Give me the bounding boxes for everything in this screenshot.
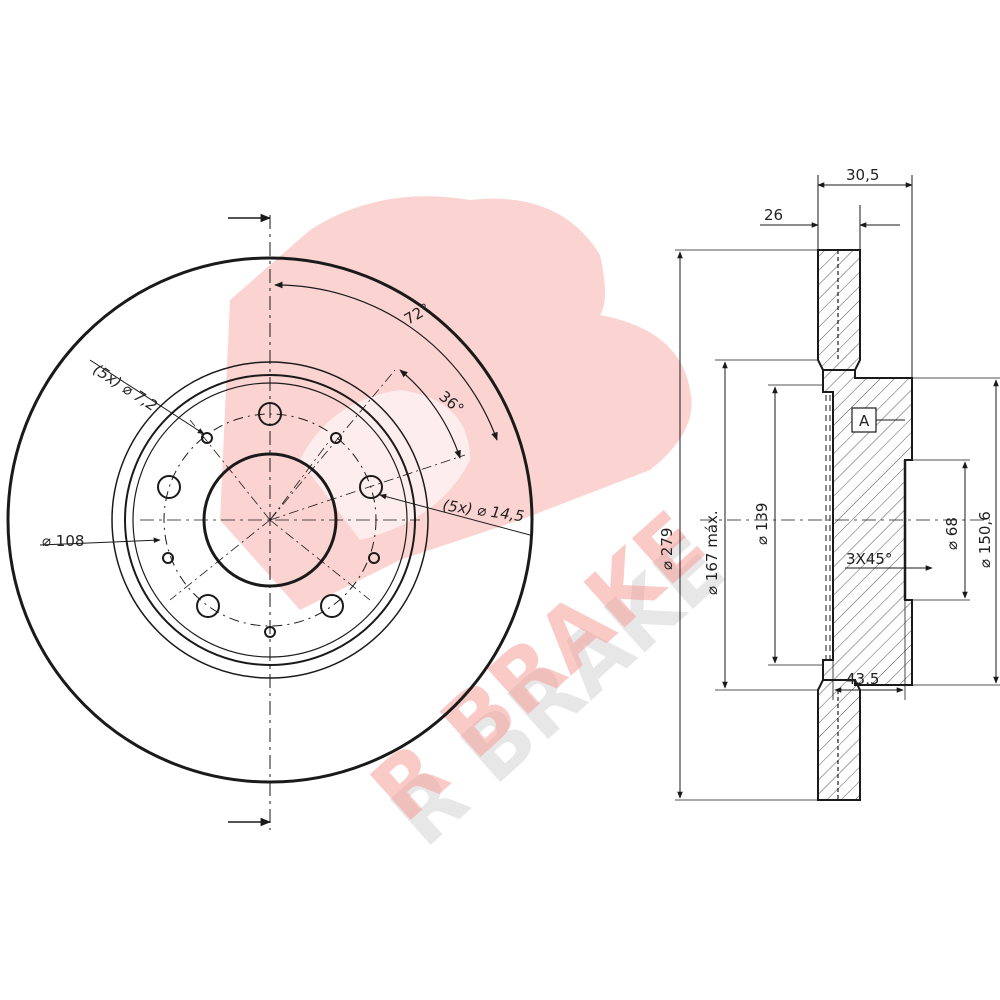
height-label: 43,5 xyxy=(846,670,879,688)
lug-hole xyxy=(320,594,344,618)
chamfer-label: 3X45° xyxy=(846,550,892,568)
datum-label: A xyxy=(859,412,870,430)
pcd-leader xyxy=(39,537,161,546)
max-diameter-label: ⌀ 167 máx. xyxy=(703,510,721,595)
bolt-hole xyxy=(368,552,380,564)
hat-diameter-label: ⌀ 139 xyxy=(753,503,771,545)
width-total-label: 30,5 xyxy=(846,166,879,184)
friction-ring-top xyxy=(817,249,861,371)
hub-diameter-label: ⌀ 150,6 xyxy=(976,511,994,568)
lug-hole xyxy=(359,475,383,499)
angle-72-arc xyxy=(274,281,498,441)
lug-hole xyxy=(196,594,220,618)
angle-36-arc xyxy=(399,369,461,459)
bolt-hole-leader xyxy=(89,359,205,435)
front-view xyxy=(6,213,534,830)
lug-hole xyxy=(157,475,181,499)
bolt-hole xyxy=(162,552,174,564)
pcd-label: ⌀ 108 xyxy=(42,532,84,550)
lug-hole-leader xyxy=(379,493,531,536)
side-view xyxy=(675,175,1000,801)
bore-diameter-label: ⌀ 68 xyxy=(943,517,961,550)
friction-ring-bottom xyxy=(817,679,861,801)
outer-diameter-label: ⌀ 279 xyxy=(658,528,676,570)
width-disc-label: 26 xyxy=(764,206,783,224)
bolt-hole xyxy=(201,432,213,444)
bolt-holes-label: (5x) ⌀ 7,2 xyxy=(90,360,161,415)
